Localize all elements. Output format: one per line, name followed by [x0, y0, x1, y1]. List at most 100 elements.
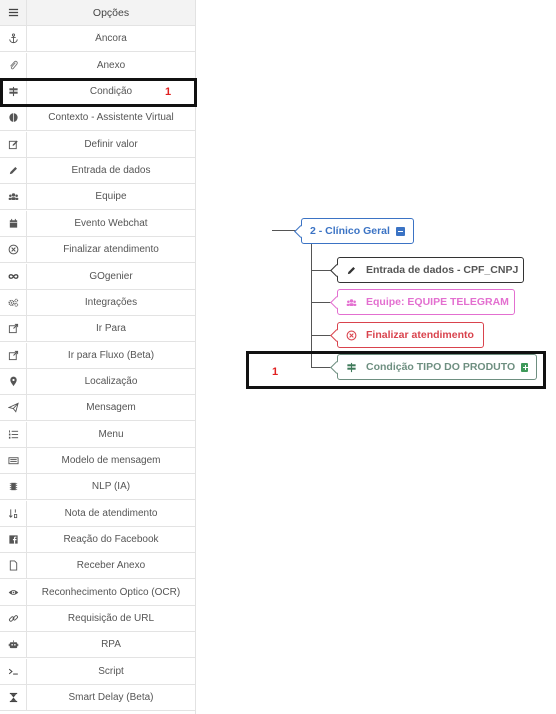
map-marker-icon: [0, 369, 27, 394]
sidebar-item[interactable]: Âncora: [0, 26, 195, 52]
anchor-icon: [0, 26, 27, 51]
flow-node-condicao-label: Condição TIPO DO PRODUTO: [366, 361, 516, 373]
sidebar-item[interactable]: Modelo de mensagem: [0, 448, 195, 474]
sidebar-item-label: Receber Anexo: [76, 560, 146, 571]
signpost-icon: [0, 79, 27, 104]
flow-connector-branch-4: [311, 367, 335, 368]
sidebar-item[interactable]: Contexto - Assistente Virtual: [0, 105, 195, 131]
sidebar-item[interactable]: Evento Webchat: [0, 211, 195, 237]
flow-node-entrada-label: Entrada de dados - CPF_CNPJ: [366, 264, 519, 276]
sidebar-item[interactable]: Anexo: [0, 53, 195, 79]
sidebar-item[interactable]: Ir para Fluxo (Beta): [0, 343, 195, 369]
paper-plane-icon: [0, 395, 27, 420]
plus-square-icon[interactable]: [521, 362, 529, 372]
sidebar-item-label: Contexto - Assistente Virtual: [48, 112, 174, 123]
sidebar-header-label: Opções: [92, 6, 130, 19]
sidebar-item[interactable]: NLP (IA): [0, 474, 195, 500]
sidebar-item[interactable]: Entrada de dados: [0, 158, 195, 184]
pencil-icon: [346, 265, 357, 276]
sidebar-item-label: Smart Delay (Beta): [68, 692, 154, 703]
sidebar-item-label: Reconhecimento Óptico (OCR): [41, 587, 181, 598]
sidebar-item-label: Integrações: [84, 297, 138, 308]
users-icon: [346, 297, 357, 308]
sidebar-item-label: RPA: [101, 639, 121, 650]
sidebar-item[interactable]: RPA: [0, 632, 195, 658]
sidebar-item-label: Equipe: [95, 191, 127, 202]
external-link-icon: [0, 343, 27, 368]
flow-node-equipe[interactable]: Equipe: EQUIPE TELEGRAM: [337, 289, 515, 315]
sidebar-item-label: Modelo de mensagem: [61, 455, 161, 466]
edit-icon: [0, 132, 27, 157]
sidebar-item[interactable]: Nota de atendimento: [0, 501, 195, 527]
flow-connector-in: [272, 230, 299, 231]
sidebar-item-label: Definir valor: [84, 139, 138, 150]
brain-icon: [0, 105, 27, 130]
external-link-icon: [0, 316, 27, 341]
keyboard-icon: [0, 448, 27, 473]
sidebar-item[interactable]: Ir Para: [0, 316, 195, 342]
sidebar-item-label: Condição: [89, 86, 133, 97]
sidebar-item[interactable]: Reconhecimento Óptico (OCR): [0, 580, 195, 606]
terminal-icon: [0, 659, 27, 684]
flow-node-root-label: 2 - Clínico Geral: [310, 225, 390, 237]
flow-connector-branch-2: [311, 302, 335, 303]
sidebar-annotation-number: 1: [165, 86, 172, 98]
sidebar-item[interactable]: Definir valor: [0, 132, 195, 158]
circle-x-icon: [0, 237, 27, 262]
sidebar-item-label: Evento Webchat: [74, 218, 148, 229]
flow-connector-branch-1: [311, 270, 335, 271]
flow-node-entrada-de-dados[interactable]: Entrada de dados - CPF_CNPJ: [337, 257, 524, 283]
calendar-icon: [0, 211, 27, 236]
signpost-icon: [346, 362, 357, 373]
flow-node-equipe-label: Equipe: EQUIPE TELEGRAM: [366, 296, 509, 308]
sidebar-item[interactable]: Integrações: [0, 290, 195, 316]
sidebar-item-label: Reação do Facebook: [63, 534, 159, 545]
sidebar-item[interactable]: GOgenier: [0, 264, 195, 290]
pencil-icon: [0, 158, 27, 183]
sidebar-item-label: Mensagem: [86, 402, 136, 413]
sidebar-item[interactable]: Reação do Facebook: [0, 527, 195, 553]
flow-node-finalizar-label: Finalizar atendimento: [366, 329, 474, 341]
sidebar-item-label: Entrada de dados: [71, 165, 151, 176]
sort-numeric-icon: [0, 501, 27, 526]
flow-node-root[interactable]: 2 - Clínico Geral: [301, 218, 414, 244]
facebook-icon: [0, 527, 27, 552]
link-icon: [0, 606, 27, 631]
sidebar-item-label: Âncora: [95, 33, 127, 44]
flow-node-condicao[interactable]: Condição TIPO DO PRODUTO: [337, 354, 537, 380]
sidebar-item[interactable]: Localização: [0, 369, 195, 395]
sidebar-item[interactable]: Mensagem: [0, 395, 195, 421]
sidebar-item[interactable]: Finalizar atendimento: [0, 237, 195, 263]
users-icon: [0, 184, 27, 209]
chip-icon: [0, 474, 27, 499]
sidebar-item[interactable]: Smart Delay (Beta): [0, 685, 195, 711]
minus-square-icon[interactable]: [395, 226, 405, 236]
sidebar-item[interactable]: Menu: [0, 422, 195, 448]
list-ol-icon: [0, 422, 27, 447]
flow-connector-trunk: [311, 244, 312, 367]
flow-node-finalizar[interactable]: Finalizar atendimento: [337, 322, 484, 348]
eye-icon: [0, 580, 27, 605]
sidebar-item-label: Anexo: [96, 60, 126, 71]
sidebar-item[interactable]: Receber Anexo: [0, 553, 195, 579]
infinity-icon: [0, 264, 27, 289]
flow-highlight-box: [246, 351, 546, 389]
sidebar-item-label: Script: [98, 666, 124, 677]
sidebar-item[interactable]: Equipe: [0, 184, 195, 210]
sidebar-item-label: Menu: [98, 429, 124, 440]
flow-annotation-number: 1: [272, 366, 279, 378]
sidebar-item-label: Finalizar atendimento: [63, 244, 159, 255]
menu-icon[interactable]: [0, 0, 27, 25]
sidebar-item-label: Nota de atendimento: [64, 508, 158, 519]
sidebar-item-label: Localização: [84, 376, 138, 387]
sidebar-item-label: Requisição de URL: [67, 613, 155, 624]
flow-connector-branch-3: [311, 335, 335, 336]
circle-x-icon: [346, 330, 357, 341]
sidebar-header: Opções: [0, 0, 195, 26]
robot-icon: [0, 632, 27, 657]
sidebar-item[interactable]: Script: [0, 659, 195, 685]
file-icon: [0, 553, 27, 578]
cogs-icon: [0, 290, 27, 315]
sidebar-item[interactable]: Requisição de URL: [0, 606, 195, 632]
